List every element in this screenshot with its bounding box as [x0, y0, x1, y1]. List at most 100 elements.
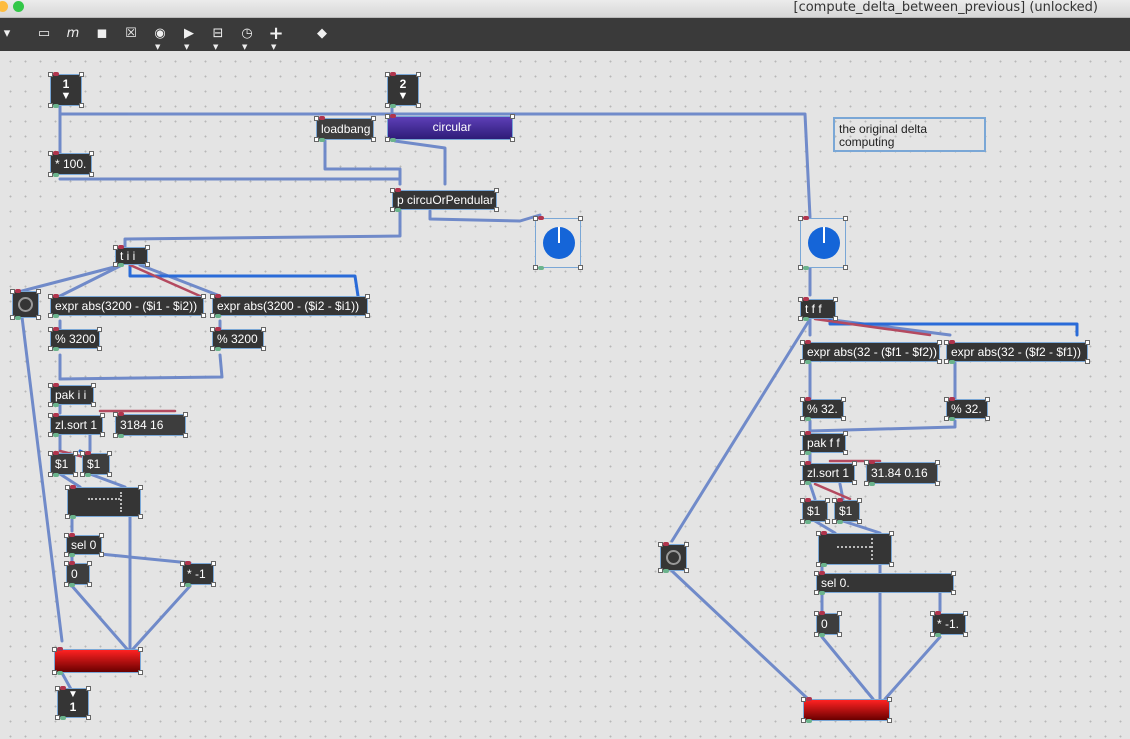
outlet[interactable] [949, 360, 955, 364]
outlet[interactable] [60, 716, 66, 720]
selection-handle[interactable] [52, 670, 57, 675]
selection-handle[interactable] [138, 514, 143, 519]
selection-handle[interactable] [261, 346, 266, 351]
selection-handle[interactable] [800, 340, 805, 345]
selection-handle[interactable] [832, 498, 837, 503]
outlet[interactable] [53, 104, 59, 108]
selection-handle[interactable] [798, 216, 803, 221]
patcher-canvas[interactable]: 1 ▼ 2 ▼ * 100. loadbang circular p circu… [0, 51, 1130, 739]
dollar-message-2[interactable]: $1 [80, 451, 112, 477]
selection-handle[interactable] [385, 103, 390, 108]
inlet[interactable] [806, 697, 812, 701]
selection-handle[interactable] [107, 451, 112, 456]
patcher-menu-button[interactable]: ▾ [3, 26, 11, 41]
outlet[interactable] [805, 451, 811, 455]
outlet[interactable] [538, 266, 544, 270]
outlet[interactable] [57, 671, 63, 675]
selection-handle[interactable] [89, 172, 94, 177]
selection-handle[interactable] [841, 416, 846, 421]
selection-handle[interactable] [800, 519, 805, 524]
selection-handle[interactable] [52, 647, 57, 652]
inlet[interactable] [118, 412, 124, 416]
expr-object-4[interactable]: expr abs(32 - ($f2 - $f1)) [944, 340, 1090, 364]
modulo-object-4[interactable]: % 32. [944, 397, 990, 421]
selection-handle[interactable] [930, 632, 935, 637]
selection-handle[interactable] [658, 568, 663, 573]
selection-handle[interactable] [97, 327, 102, 332]
selection-handle[interactable] [510, 137, 515, 142]
message-box-icon[interactable]: m [62, 23, 84, 45]
outlet[interactable] [663, 569, 669, 573]
selection-handle[interactable] [944, 416, 949, 421]
selection-handle[interactable] [100, 432, 105, 437]
level-meter-right[interactable] [801, 697, 892, 723]
inlet[interactable] [390, 114, 396, 118]
selection-handle[interactable] [843, 450, 848, 455]
selection-handle[interactable] [138, 485, 143, 490]
selection-handle[interactable] [935, 460, 940, 465]
outlet[interactable] [118, 434, 124, 438]
selection-handle[interactable] [107, 472, 112, 477]
inlet[interactable] [53, 413, 59, 417]
zl-sort-object-left[interactable]: zl.sort 1 [48, 413, 105, 437]
outlet[interactable] [53, 403, 59, 407]
selection-handle[interactable] [261, 327, 266, 332]
outlet[interactable] [53, 473, 59, 477]
selection-handle[interactable] [816, 531, 821, 536]
selection-handle[interactable] [48, 294, 53, 299]
outlet[interactable] [215, 314, 221, 318]
modulo-object-3[interactable]: % 32. [800, 397, 846, 421]
bang-button-right[interactable] [658, 542, 689, 573]
selection-handle[interactable] [55, 686, 60, 691]
selection-handle[interactable] [79, 103, 84, 108]
selection-handle[interactable] [371, 137, 376, 142]
selection-handle[interactable] [48, 432, 53, 437]
inlet[interactable] [85, 451, 91, 455]
selection-handle[interactable] [48, 472, 53, 477]
selection-handle[interactable] [985, 416, 990, 421]
selection-handle[interactable] [814, 571, 819, 576]
selection-handle[interactable] [89, 151, 94, 156]
inlet[interactable] [805, 461, 811, 465]
outlet[interactable] [185, 583, 191, 587]
selection-handle[interactable] [887, 697, 892, 702]
add-icon[interactable]: +▼ [265, 23, 287, 51]
selection-handle[interactable] [814, 611, 819, 616]
outlet[interactable] [53, 347, 59, 351]
outlet[interactable] [85, 473, 91, 477]
selection-handle[interactable] [864, 460, 869, 465]
inlet[interactable] [390, 72, 396, 76]
selection-handle[interactable] [390, 207, 395, 212]
selection-handle[interactable] [73, 472, 78, 477]
selection-handle[interactable] [832, 519, 837, 524]
selection-handle[interactable] [55, 715, 60, 720]
dial-left[interactable] [533, 216, 583, 270]
selection-handle[interactable] [494, 188, 499, 193]
selection-handle[interactable] [365, 294, 370, 299]
inlet[interactable] [53, 451, 59, 455]
selection-handle[interactable] [843, 265, 848, 270]
inlet[interactable] [319, 116, 325, 120]
level-meter-left[interactable] [52, 647, 143, 675]
object-box-icon[interactable]: ▭ [33, 23, 55, 45]
selection-handle[interactable] [65, 514, 70, 519]
inlet[interactable] [837, 498, 843, 502]
outlet[interactable] [805, 520, 811, 524]
selection-handle[interactable] [944, 340, 949, 345]
selection-handle[interactable] [825, 519, 830, 524]
message-box-right[interactable]: 31.84 0.16 [864, 460, 940, 486]
selection-handle[interactable] [684, 568, 689, 573]
selection-handle[interactable] [935, 481, 940, 486]
selection-handle[interactable] [857, 498, 862, 503]
selection-handle[interactable] [64, 552, 69, 557]
selection-handle[interactable] [833, 297, 838, 302]
selection-handle[interactable] [800, 431, 805, 436]
outlet[interactable] [805, 417, 811, 421]
select-object-right[interactable]: sel 0. [814, 571, 956, 595]
outlet[interactable] [390, 138, 396, 142]
selection-handle[interactable] [857, 519, 862, 524]
inlet[interactable] [215, 294, 221, 298]
inlet[interactable] [805, 397, 811, 401]
negate-object-right[interactable]: * -1. [930, 611, 968, 637]
outlet[interactable] [69, 583, 75, 587]
